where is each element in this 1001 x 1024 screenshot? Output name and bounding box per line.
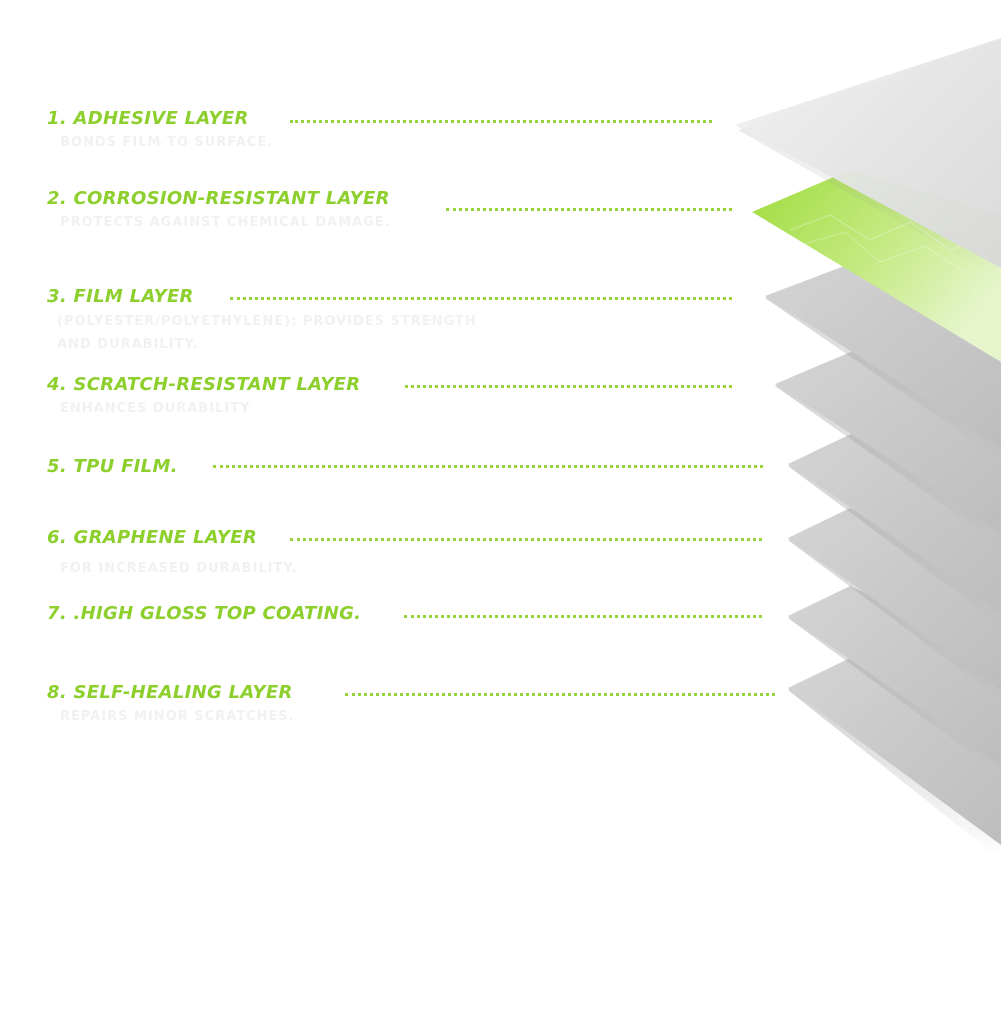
layer-4-description: ENHANCES DURABILITY bbox=[60, 401, 251, 416]
layer-1-title: 1. ADHESIVE LAYER bbox=[47, 108, 249, 129]
leader-line-6 bbox=[290, 538, 762, 541]
leader-line-8 bbox=[345, 693, 775, 696]
layer-5-title: 5. TPU FILM. bbox=[47, 456, 178, 477]
leader-line-3 bbox=[230, 297, 732, 300]
leader-line-4 bbox=[405, 385, 732, 388]
layer-1-description: BONDS FILM TO SURFACE. bbox=[60, 135, 274, 150]
leader-line-7 bbox=[404, 615, 762, 618]
layer-4-title: 4. SCRATCH-RESISTANT LAYER bbox=[47, 374, 361, 395]
leader-line-5 bbox=[213, 465, 763, 468]
layer-8-title: 8. SELF-HEALING LAYER bbox=[47, 682, 293, 703]
sheet-1 bbox=[735, 38, 1001, 280]
layer-7-title: 7. .HIGH GLOSS TOP COATING. bbox=[47, 603, 362, 624]
layer-3-description-line-2: AND DURABILITY. bbox=[57, 337, 199, 352]
leader-line-1 bbox=[290, 120, 712, 123]
layer-6-description: FOR INCREASED DURABILITY. bbox=[60, 561, 298, 576]
layer-6-title: 6. GRAPHENE LAYER bbox=[47, 527, 257, 548]
layer-2-description: PROTECTS AGAINST CHEMICAL DAMAGE. bbox=[60, 215, 391, 230]
layer-8-description: REPAIRS MINOR SCRATCHES. bbox=[60, 709, 295, 724]
sheet-6 bbox=[788, 508, 1001, 700]
leader-line-2 bbox=[446, 208, 732, 211]
layer-3-title: 3. FILM LAYER bbox=[47, 286, 194, 307]
layer-3-description: (POLYESTER/POLYETHYLENE): PROVIDES STREN… bbox=[57, 314, 477, 329]
layer-2-title: 2. CORROSION-RESISTANT LAYER bbox=[47, 188, 390, 209]
